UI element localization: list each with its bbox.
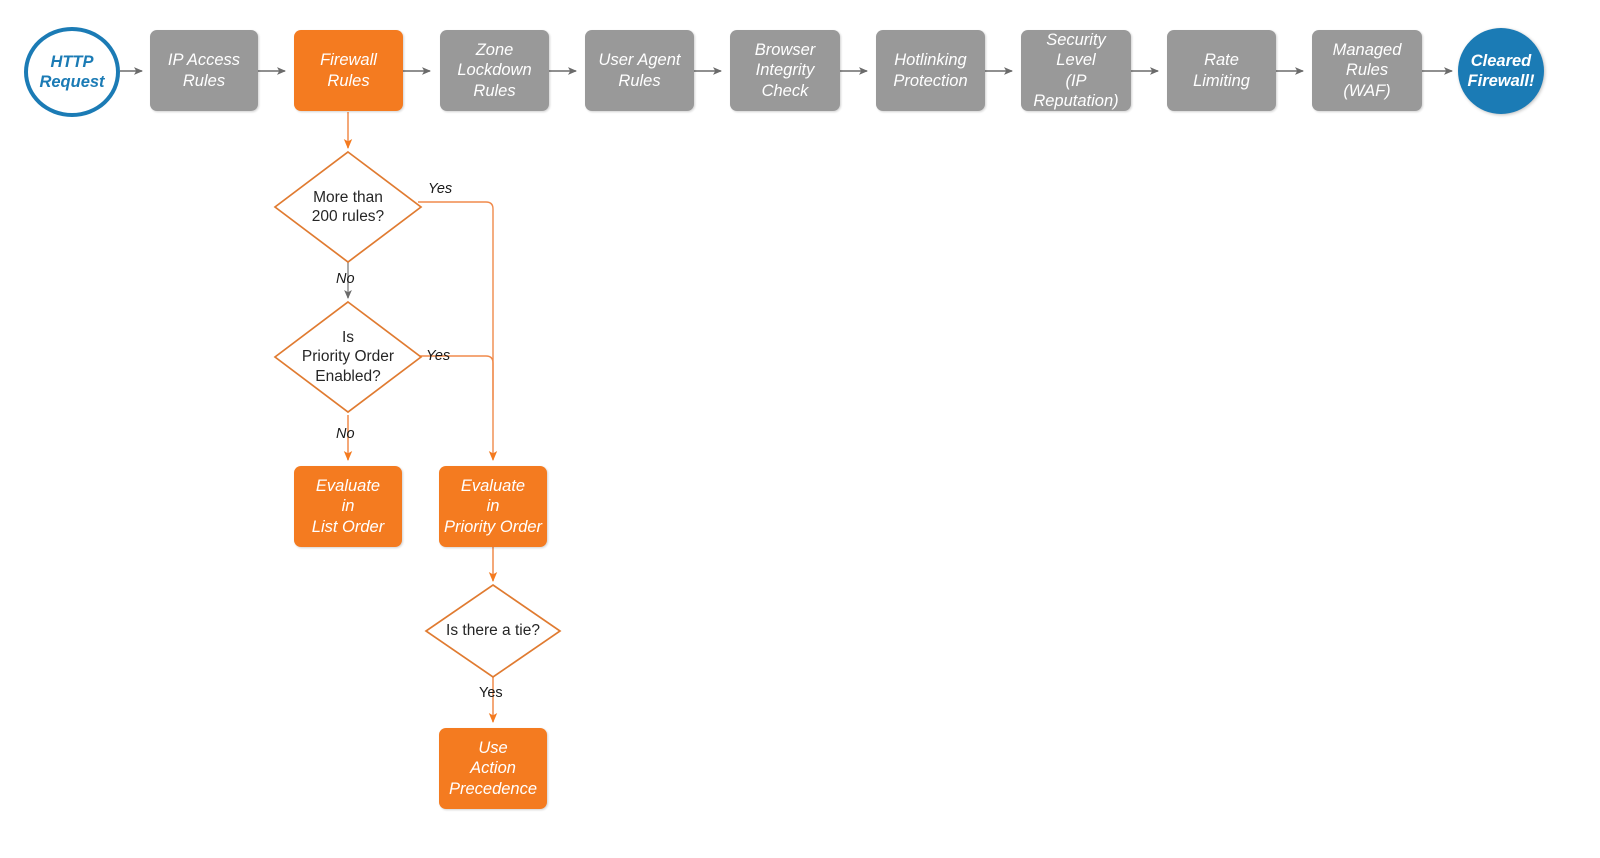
line-2: Rules [182,71,226,90]
step-managed-rules-waf[interactable]: Managed Rules (WAF) [1312,30,1422,111]
line-3: Priority Order [443,517,543,536]
line-2: Integrity [755,61,815,80]
step-hotlinking-protection-label: Hotlinking Protection [893,50,967,90]
line-3: Enabled? [315,367,381,385]
line-1: Managed [1332,41,1402,60]
line-2: 200 rules? [311,208,385,225]
line-2: Lockdown [457,61,532,80]
line-3: (IP Reputation) [1033,71,1119,110]
edge-label-yes-priority: Yes [426,348,451,364]
outcome-evaluate-in-list-order[interactable]: Evaluate in List Order [294,466,402,547]
line-3: Rules [473,81,516,100]
outcome-evaluate-in-priority-order[interactable]: Evaluate in Priority Order [439,466,547,547]
line-1: Rate [1204,51,1239,70]
line-1: IP Access [167,51,241,70]
end-line-2: Firewall! [1467,72,1535,90]
line-1: Hotlinking [894,51,967,70]
line-2: in [341,497,355,516]
line-1: Evaluate [460,477,526,496]
step-security-level[interactable]: Security Level (IP Reputation) [1021,30,1131,111]
line-2: Rules [327,71,370,90]
decision-is-priority-order-enabled-label: Is Priority Order Enabled? [302,328,394,386]
step-managed-rules-waf-label: Managed Rules (WAF) [1333,40,1402,100]
line-1: Use [478,739,508,758]
edge-label-no-priority: No [336,426,355,442]
step-rate-limiting[interactable]: Rate Limiting [1167,30,1276,111]
end-line-1: Cleared [1470,51,1532,70]
end-cleared-firewall-label: Cleared Firewall! [1468,51,1535,91]
start-line-2: Request [39,73,105,91]
line-2: Action [470,759,516,778]
step-hotlinking-protection[interactable]: Hotlinking Protection [876,30,985,111]
line-1: Is there a tie? [446,622,540,640]
step-zone-lockdown-rules-label: Zone Lockdown Rules [457,40,531,100]
line-3: Precedence [448,779,538,798]
step-zone-lockdown-rules[interactable]: Zone Lockdown Rules [440,30,549,111]
step-ip-access-rules[interactable]: IP Access Rules [150,30,258,111]
line-1: More than [313,188,383,206]
edge-label-yes-tie: Yes [479,685,503,701]
line-3: (WAF) [1343,81,1391,100]
step-ip-access-rules-label: IP Access Rules [168,50,240,90]
line-2: Limiting [1193,71,1250,90]
line-2: Rules [618,71,661,90]
outcome-use-action-precedence[interactable]: Use Action Precedence [439,728,547,809]
edge-label-yes-200: Yes [428,181,453,197]
line-1: Security [1046,31,1106,50]
edge-label-no-200: No [336,271,355,287]
step-browser-integrity-check[interactable]: Browser Integrity Check [730,30,840,111]
line-1: Zone [475,41,514,60]
line-2: Priority Order [301,348,395,366]
start-http-request[interactable]: HTTP Request [24,27,120,117]
start-line-1: HTTP [50,52,94,71]
end-cleared-firewall[interactable]: Cleared Firewall! [1458,28,1544,114]
step-user-agent-rules-label: User Agent Rules [599,50,681,90]
line-1: Firewall [320,51,377,70]
line-2: Protection [893,71,968,90]
decision-is-priority-order-enabled[interactable]: Is Priority Order Enabled? [283,322,413,392]
start-http-request-label: HTTP Request [39,52,104,92]
line-2: in [486,497,500,516]
step-firewall-rules-label: Firewall Rules [320,50,377,90]
step-rate-limiting-label: Rate Limiting [1193,50,1250,90]
decision-more-than-200-rules-label: More than 200 rules? [312,188,384,227]
line-1: Is [341,328,355,346]
line-2: Rules [1345,61,1389,80]
step-user-agent-rules[interactable]: User Agent Rules [585,30,694,111]
step-firewall-rules[interactable]: Firewall Rules [294,30,403,111]
decision-more-than-200-rules[interactable]: More than 200 rules? [288,177,408,237]
line-3: Check [761,81,809,100]
decision-is-there-a-tie[interactable]: Is there a tie? [433,617,553,645]
line-1: Evaluate [315,477,381,496]
line-3: List Order [311,517,385,536]
outcome-evaluate-in-list-order-label: Evaluate in List Order [312,476,384,536]
line-1: User Agent [598,51,681,70]
step-browser-integrity-check-label: Browser Integrity Check [755,40,816,100]
line-2: Level [1056,51,1096,70]
outcome-evaluate-in-priority-order-label: Evaluate in Priority Order [444,476,542,536]
outcome-use-action-precedence-label: Use Action Precedence [449,738,537,798]
line-1: Browser [754,41,816,60]
step-security-level-label: Security Level (IP Reputation) [1021,30,1131,111]
